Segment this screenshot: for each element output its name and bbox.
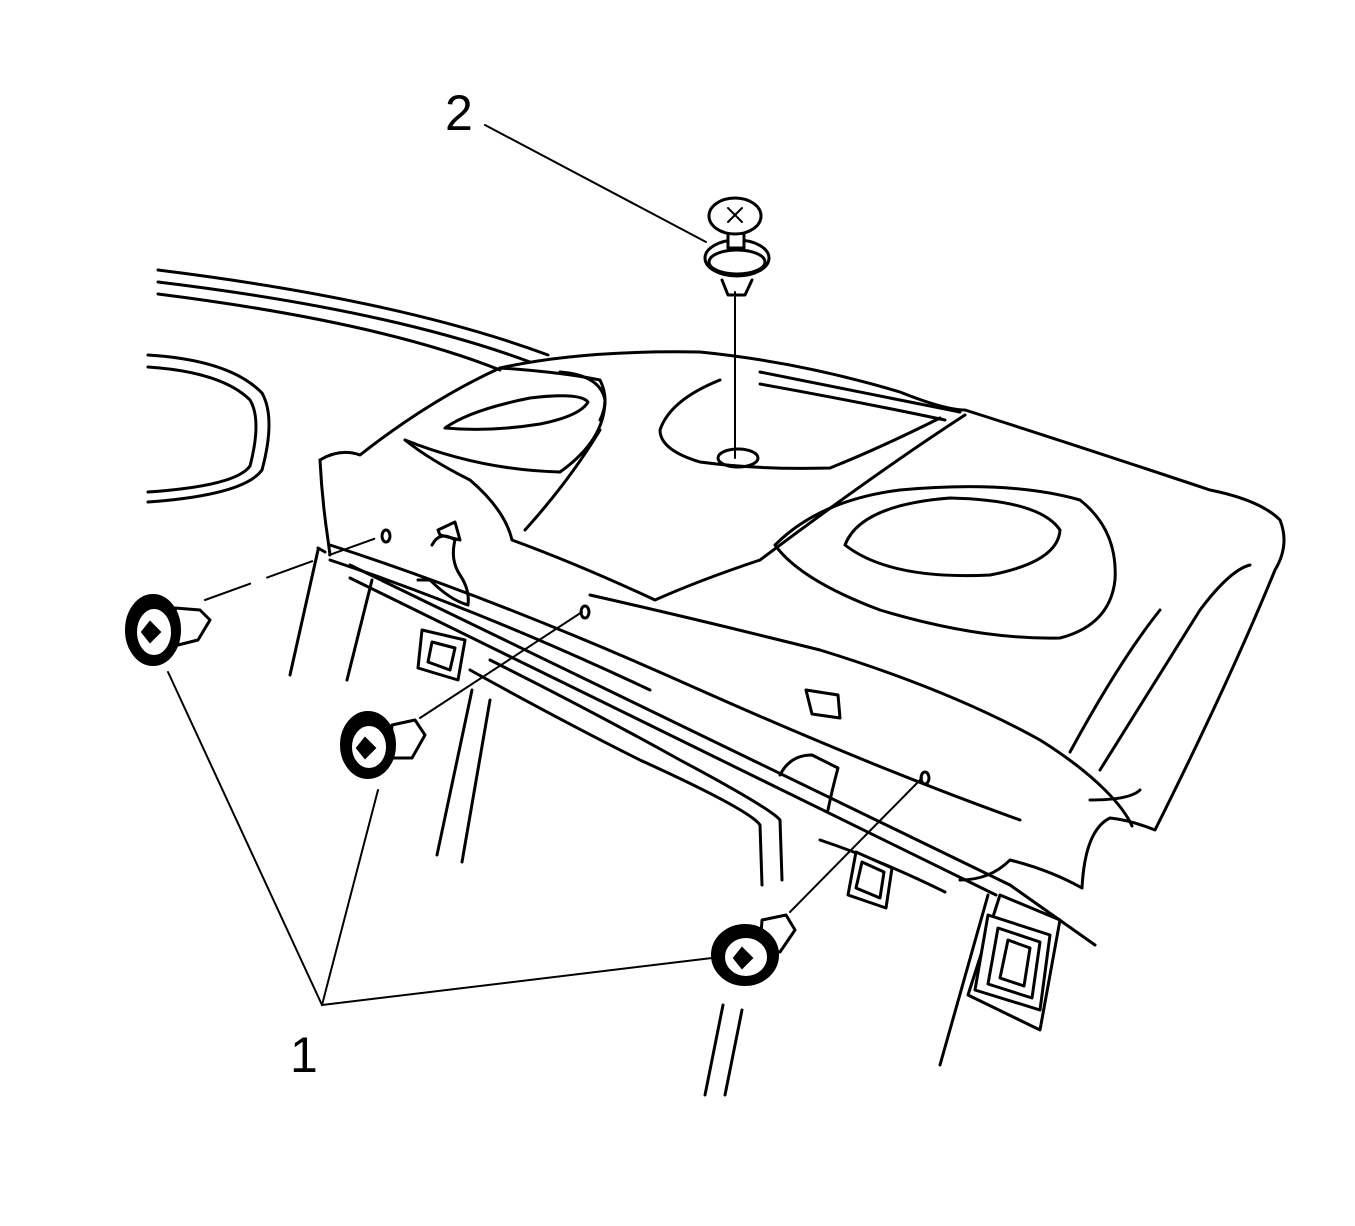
rear-window-opening bbox=[146, 353, 271, 504]
callout-label-1: 1 bbox=[290, 1027, 318, 1083]
rear-window-frame bbox=[156, 268, 962, 422]
panel-tab-features bbox=[416, 520, 1052, 1012]
clip-3 bbox=[711, 777, 923, 986]
rear-shelf-panel bbox=[288, 350, 1286, 1097]
callout-label-2: 2 bbox=[445, 85, 473, 141]
push-pin-retainer bbox=[703, 196, 771, 469]
clip-1 bbox=[125, 535, 383, 666]
clip-2 bbox=[340, 611, 583, 779]
leader-lines bbox=[167, 124, 713, 1006]
